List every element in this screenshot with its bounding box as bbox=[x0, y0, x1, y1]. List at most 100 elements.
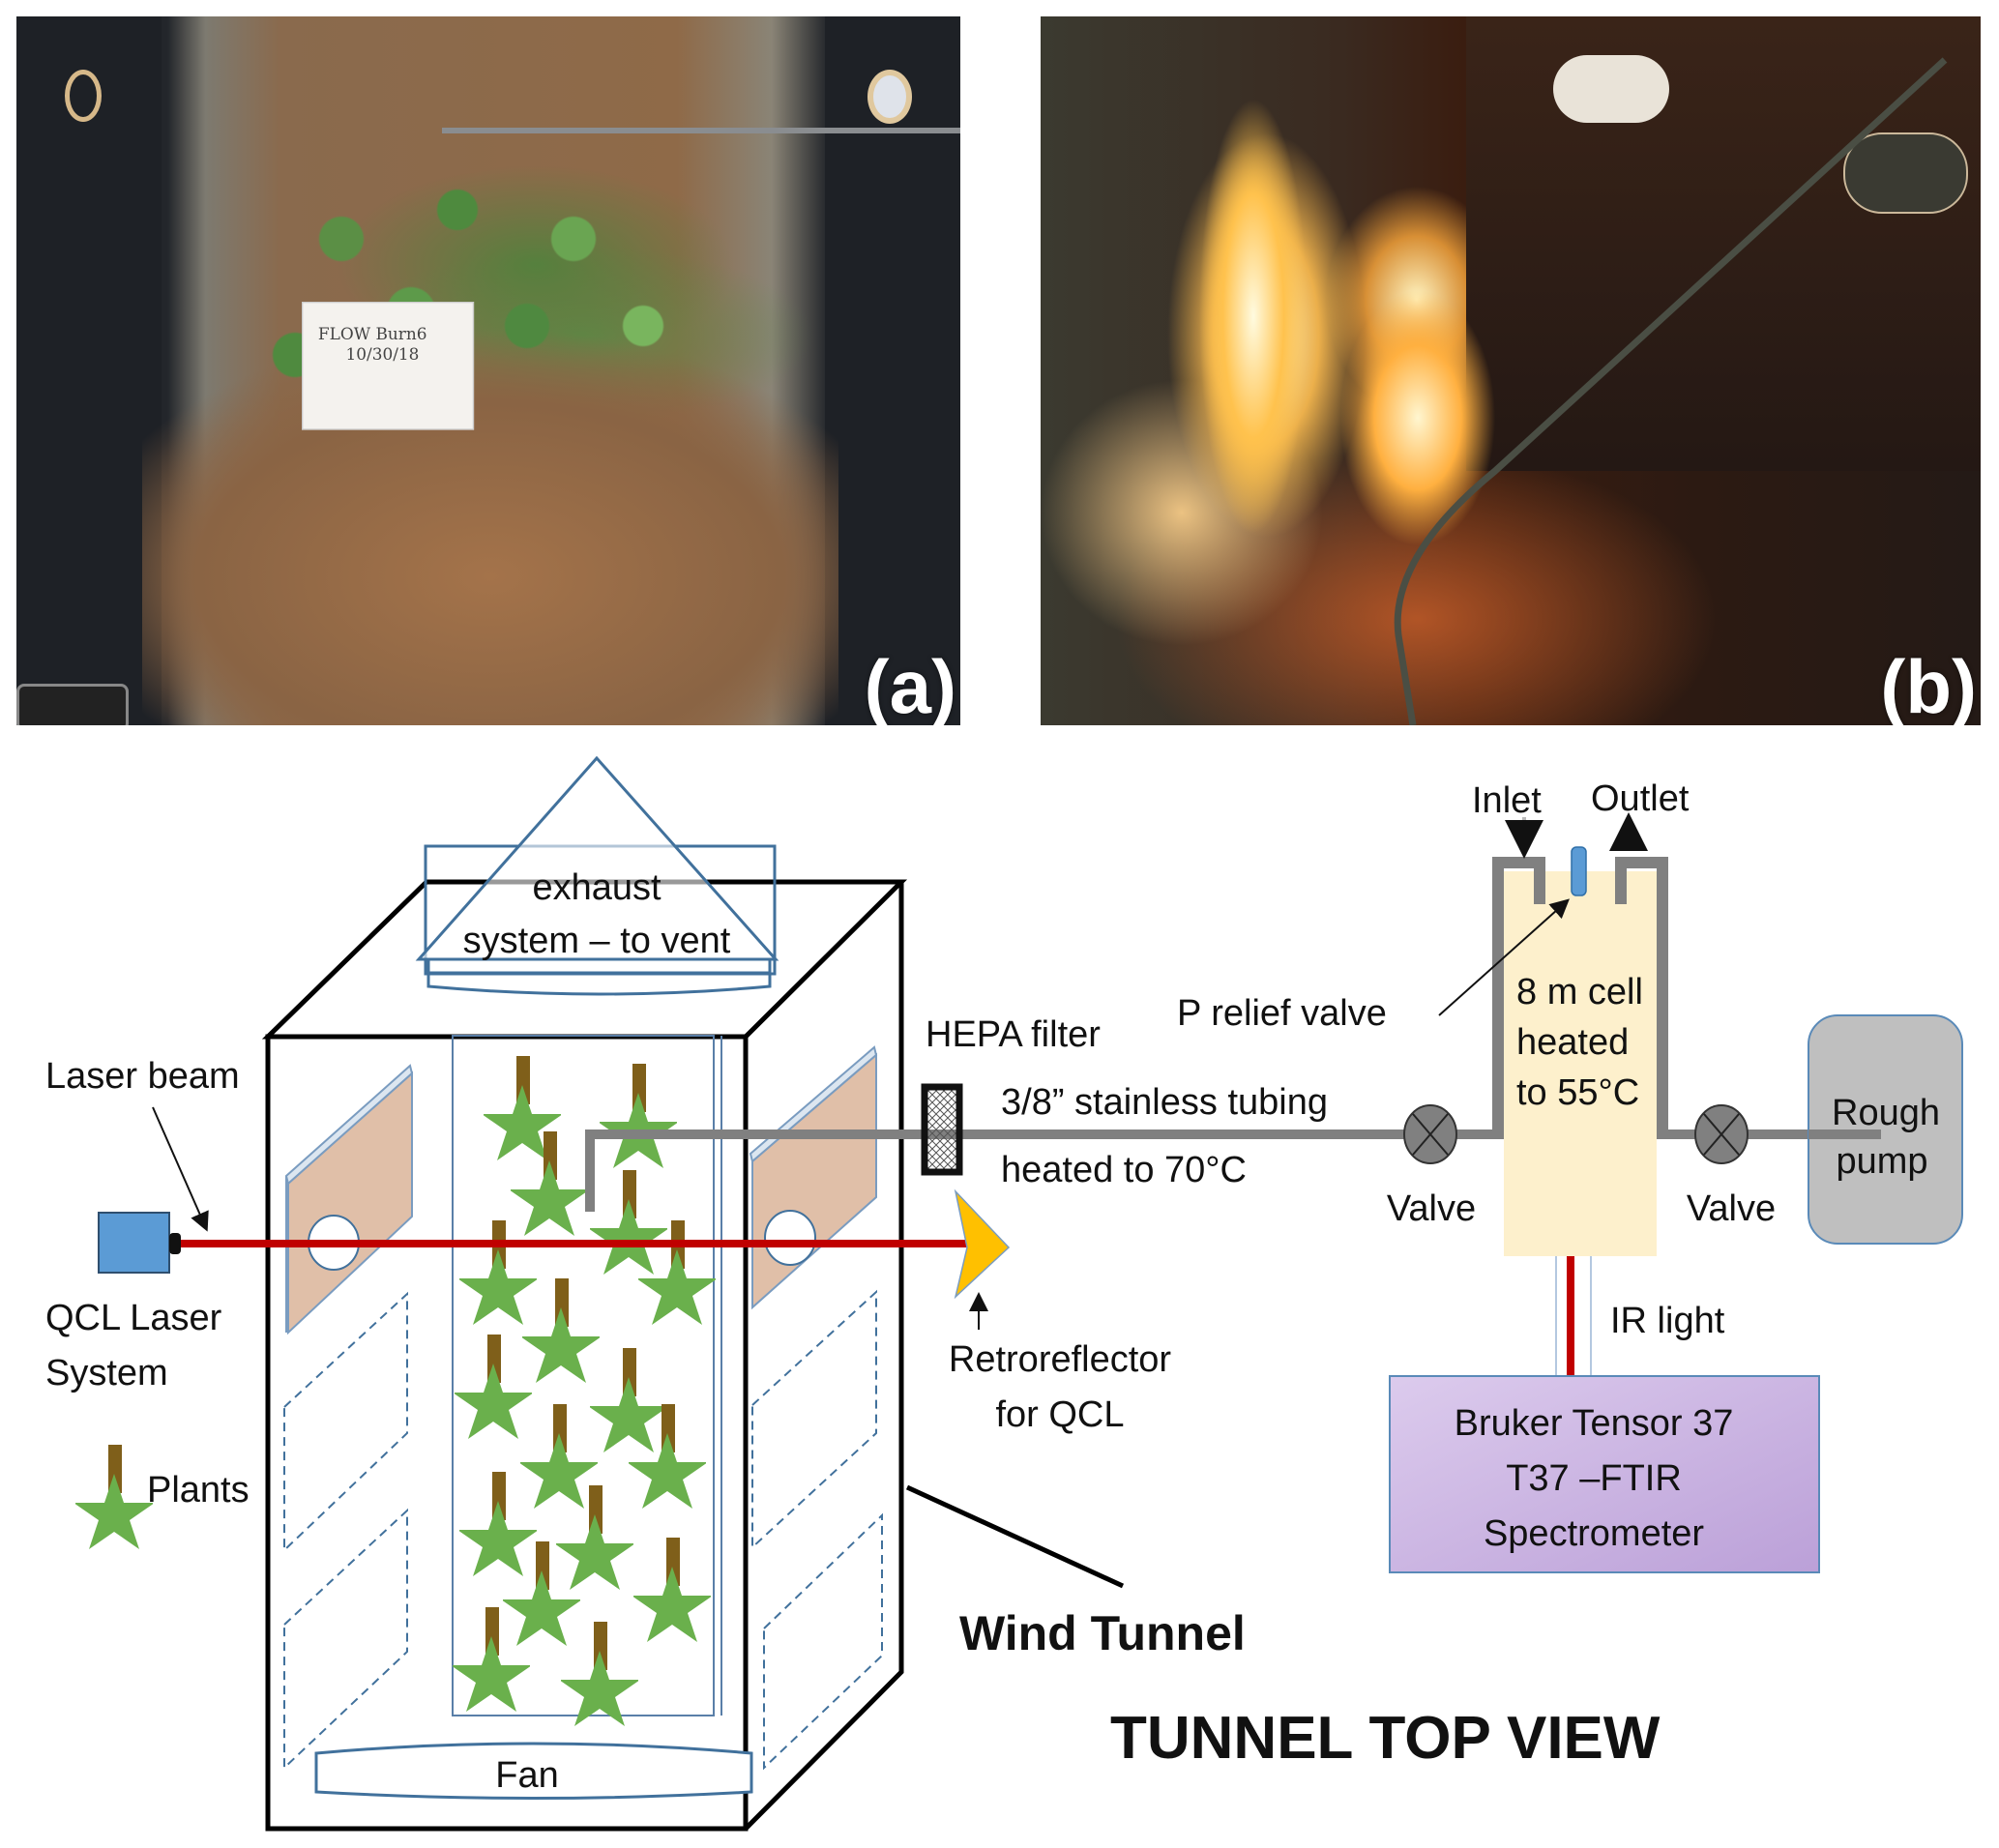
plant-bed bbox=[452, 1035, 722, 1726]
plant-icon bbox=[590, 1170, 667, 1275]
plant-icon bbox=[511, 1131, 588, 1236]
fan-outline bbox=[314, 1742, 753, 1800]
plants-legend-label: Plants bbox=[147, 1470, 250, 1511]
spectrometer-label-3: Spectrometer bbox=[1484, 1513, 1704, 1554]
exhaust-label-1: exhaust bbox=[532, 867, 661, 908]
retroreflector-label-2: for QCL bbox=[995, 1394, 1124, 1435]
viewport-window-right bbox=[867, 70, 912, 124]
plants bbox=[453, 1056, 716, 1726]
pump-label-1: Rough bbox=[1832, 1093, 1940, 1133]
qcl-label-2: System bbox=[45, 1353, 168, 1393]
exhaust-label-2: system – to vent bbox=[463, 921, 731, 961]
spectrometer-label-2: T37 –FTIR bbox=[1506, 1458, 1682, 1499]
door-right-upper bbox=[751, 1289, 877, 1550]
wind-tunnel-label: Wind Tunnel bbox=[959, 1606, 1246, 1660]
door-left-upper bbox=[283, 1291, 408, 1553]
plant-icon bbox=[590, 1348, 667, 1452]
cell-body bbox=[1504, 871, 1657, 1256]
ir-path: IR light bbox=[1555, 1256, 1725, 1377]
tube-inside-tunnel bbox=[585, 1129, 1504, 1212]
inlet-label: Inlet bbox=[1472, 780, 1542, 821]
flame-core bbox=[1186, 45, 1321, 587]
valve-left: Valve bbox=[1387, 1104, 1476, 1229]
tunnel-wall-left bbox=[16, 16, 162, 725]
plant-icon bbox=[520, 1404, 598, 1509]
exhaust-system: exhaust system – to vent bbox=[415, 755, 779, 996]
plant-icon bbox=[459, 1220, 537, 1325]
window-port-right bbox=[764, 1210, 816, 1266]
qcl-laser-aperture bbox=[169, 1233, 181, 1254]
laser-beam-pointer bbox=[152, 1106, 209, 1232]
laser-beam-label: Laser beam bbox=[45, 1056, 240, 1097]
tunnel-side-face bbox=[744, 882, 904, 1831]
tunnel-side-panel bbox=[1466, 16, 1981, 471]
plant-icon bbox=[556, 1485, 633, 1590]
burn-id-card: FLOW Burn6 10/30/18 bbox=[302, 302, 475, 430]
panel-label-b: (b) bbox=[1880, 644, 1977, 725]
plant-icon bbox=[453, 1607, 530, 1712]
dashed-access-doors bbox=[283, 1289, 883, 1771]
photo-panel-b: (b) bbox=[1041, 16, 1981, 725]
valve-left-label: Valve bbox=[1387, 1188, 1476, 1229]
rough-pump: Rough pump bbox=[1808, 1014, 1963, 1245]
plant-icon bbox=[522, 1278, 600, 1383]
plant-icon bbox=[561, 1622, 638, 1726]
retroreflector bbox=[954, 1188, 1011, 1300]
phone-device bbox=[16, 684, 129, 725]
qcl-laser-box bbox=[98, 1212, 170, 1274]
sampling-tube bbox=[1394, 57, 1948, 725]
plant-icon bbox=[600, 1064, 677, 1168]
window-panel-left-face bbox=[287, 1071, 413, 1335]
door-right-lower bbox=[763, 1512, 883, 1771]
cell-wall-right bbox=[1615, 857, 1668, 1134]
card-line-1: FLOW Burn6 bbox=[317, 325, 427, 345]
spectrometer-label-1: Bruker Tensor 37 bbox=[1455, 1403, 1734, 1444]
window-panel-right-face bbox=[751, 1052, 877, 1310]
hepa-filter-label: HEPA filter bbox=[926, 1014, 1101, 1055]
hepa-filter bbox=[921, 1083, 963, 1176]
spectrometer: Bruker Tensor 37 T37 –FTIR Spectrometer bbox=[1389, 1375, 1820, 1573]
fan: Fan bbox=[314, 1742, 753, 1800]
valve-right-label: Valve bbox=[1687, 1188, 1776, 1229]
tubing-label-1: 3/8” stainless tubing bbox=[1001, 1082, 1328, 1123]
cell-wall-left bbox=[1492, 857, 1545, 1134]
tubing-label-2: heated to 70°C bbox=[1001, 1150, 1247, 1190]
retroreflector-label-1: Retroreflector bbox=[949, 1339, 1172, 1380]
spectrometer-box bbox=[1389, 1375, 1820, 1573]
photo-panel-a: FLOW Burn6 10/30/18 (a) bbox=[16, 16, 960, 725]
cell-label-3: to 55°C bbox=[1516, 1072, 1639, 1113]
window-panel-left bbox=[284, 1064, 414, 1335]
exhaust-lens bbox=[426, 959, 772, 996]
viewport-window-left bbox=[65, 70, 102, 122]
valve-left-x2 bbox=[1412, 1113, 1449, 1156]
exhaust-hood-triangle bbox=[415, 755, 779, 961]
schematic-title: TUNNEL TOP VIEW bbox=[1110, 1705, 1661, 1772]
panel-label-a: (a) bbox=[864, 644, 956, 725]
viewport-window-2 bbox=[1843, 132, 1968, 214]
pump-label-2: pump bbox=[1836, 1141, 1927, 1182]
p-relief-valve-label: P relief valve bbox=[1177, 993, 1387, 1034]
card-line-2: 10/30/18 bbox=[345, 345, 420, 366]
door-left-lower bbox=[283, 1508, 408, 1771]
valve-right: Valve bbox=[1687, 1104, 1776, 1229]
valve-right-x2 bbox=[1703, 1113, 1740, 1156]
p-relief-pointer bbox=[1438, 898, 1570, 1016]
wind-tunnel-pointer bbox=[905, 1484, 1125, 1589]
cell-label-1: 8 m cell bbox=[1516, 972, 1643, 1012]
plant-icon bbox=[455, 1335, 532, 1439]
plants-legend-icon bbox=[75, 1445, 153, 1549]
outlet-label: Outlet bbox=[1591, 778, 1690, 819]
flame-secondary bbox=[1321, 258, 1514, 577]
window-panel-right bbox=[749, 1045, 878, 1310]
plant-icon bbox=[633, 1538, 711, 1642]
laser-system bbox=[98, 1106, 1011, 1330]
qcl-label-1: QCL Laser bbox=[45, 1298, 222, 1338]
viewport-window bbox=[1553, 55, 1669, 123]
pressure-relief-valve bbox=[1571, 846, 1587, 896]
tunnel-wall-right bbox=[825, 16, 960, 725]
plant-icon bbox=[459, 1472, 537, 1576]
fan-label: Fan bbox=[495, 1755, 558, 1796]
ir-light-label: IR light bbox=[1610, 1301, 1725, 1341]
gas-cell: Inlet Outlet 8 m cell heated to 55°C bbox=[1438, 778, 1690, 1256]
